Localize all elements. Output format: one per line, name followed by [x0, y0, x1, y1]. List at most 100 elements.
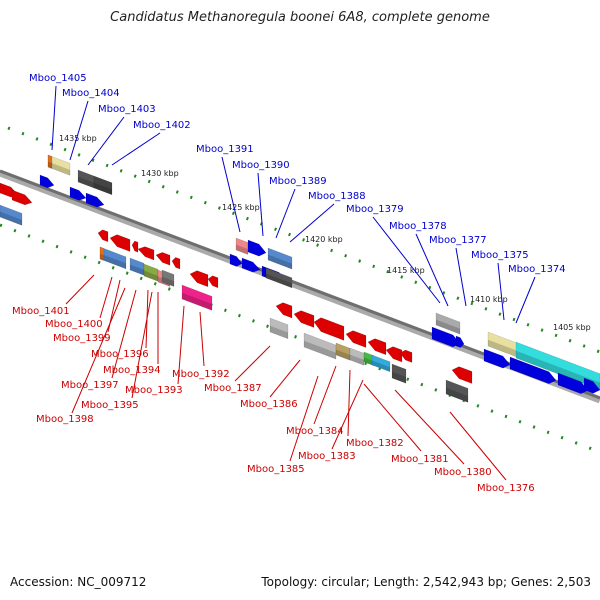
gene-arrow	[11, 189, 33, 206]
kbp-label: 1435 kbp	[59, 134, 97, 143]
gene-feature[interactable]	[171, 257, 181, 270]
gene-feature[interactable]	[267, 247, 293, 270]
gene-feature[interactable]	[367, 338, 387, 356]
gene-feature[interactable]	[143, 263, 159, 282]
gene-feature[interactable]	[47, 154, 53, 169]
reverse-gene-label[interactable]: Mboo_1382	[346, 369, 404, 449]
gene-label-text: Mboo_1390	[232, 160, 290, 171]
gene-feature[interactable]	[451, 366, 473, 384]
gene-feature[interactable]	[335, 342, 351, 361]
gene-feature[interactable]	[155, 252, 171, 266]
reverse-gene-label[interactable]: Mboo_1395	[81, 291, 153, 411]
reverse-gene-label[interactable]: Mboo_1397	[61, 289, 137, 391]
gene-feature[interactable]	[371, 354, 391, 373]
reverse-gene-label[interactable]: Mboo_1380	[394, 389, 492, 478]
reverse-gene-label[interactable]: Mboo_1401	[12, 274, 95, 317]
gene-feature[interactable]	[207, 275, 219, 289]
gene-feature[interactable]	[97, 229, 109, 243]
leader-line	[372, 216, 441, 304]
gene-feature[interactable]	[235, 237, 249, 255]
reverse-gene-label[interactable]: Mboo_1400	[45, 276, 113, 330]
gene-arrow	[241, 257, 261, 273]
gene-feature[interactable]	[313, 317, 345, 341]
forward-gene-label[interactable]: Mboo_1391	[196, 144, 254, 233]
gene-block	[435, 312, 461, 335]
gene-feature[interactable]	[109, 234, 131, 252]
gene-feature[interactable]	[39, 174, 55, 189]
gene-arrow	[137, 246, 155, 261]
gene-feature[interactable]	[391, 363, 407, 384]
reverse-gene-label[interactable]: Mboo_1398	[36, 287, 126, 425]
forward-gene-label[interactable]: Mboo_1389	[269, 176, 327, 239]
gene-feature[interactable]	[363, 351, 375, 367]
gene-feature[interactable]	[161, 269, 175, 287]
gene-feature[interactable]	[435, 312, 461, 335]
gene-feature[interactable]	[509, 356, 557, 385]
gene-feature[interactable]	[385, 346, 403, 363]
forward-gene-label[interactable]: Mboo_1379	[346, 204, 441, 304]
forward-gene-label[interactable]: Mboo_1377	[429, 235, 487, 307]
reverse-gene-label[interactable]: Mboo_1392	[172, 311, 230, 380]
gene-feature[interactable]	[247, 239, 267, 257]
gene-feature[interactable]	[137, 246, 155, 261]
reverse-gene-label[interactable]: Mboo_1385	[247, 375, 319, 475]
gene-feature[interactable]	[265, 267, 293, 289]
gene-feature[interactable]	[69, 186, 87, 201]
reverse-gene-label[interactable]: Mboo_1376	[449, 411, 535, 494]
gene-feature[interactable]	[303, 332, 337, 360]
reverse-gene-label[interactable]: Mboo_1384	[286, 365, 344, 437]
forward-gene-label[interactable]: Mboo_1404	[62, 88, 120, 161]
gene-arrow	[293, 310, 315, 328]
reverse-gene-label[interactable]: Mboo_1387	[204, 345, 271, 394]
gene-feature[interactable]	[269, 317, 289, 340]
forward-gene-label[interactable]: Mboo_1388	[289, 191, 366, 243]
gene-feature[interactable]	[129, 257, 145, 276]
gene-feature[interactable]	[181, 284, 213, 311]
gene-feature[interactable]	[241, 257, 261, 273]
gene-feature[interactable]	[99, 246, 105, 261]
gene-shade	[48, 161, 52, 169]
gene-feature[interactable]	[557, 372, 589, 394]
gene-block	[265, 267, 293, 289]
gene-shade	[100, 253, 126, 269]
gene-feature[interactable]	[189, 270, 209, 288]
gene-feature[interactable]	[93, 175, 113, 196]
leader-line	[234, 345, 271, 382]
gene-feature[interactable]	[275, 302, 293, 319]
gene-feature[interactable]	[77, 169, 95, 189]
kbp-label: 1410 kbp	[470, 295, 508, 304]
gene-feature[interactable]	[455, 335, 465, 348]
forward-gene-label[interactable]: Mboo_1402	[111, 120, 191, 166]
reverse-gene-label[interactable]: Mboo_1394	[103, 292, 161, 376]
gene-feature[interactable]	[399, 349, 413, 363]
gene-block	[349, 347, 365, 366]
forward-gene-label[interactable]: Mboo_1375	[471, 250, 529, 321]
forward-gene-label[interactable]: Mboo_1405	[29, 73, 87, 151]
forward-gene-label[interactable]: Mboo_1374	[508, 264, 566, 324]
gene-arrow	[313, 317, 345, 341]
gene-block	[335, 342, 351, 361]
forward-gene-label[interactable]: Mboo_1403	[87, 104, 156, 166]
gene-feature[interactable]	[345, 330, 367, 348]
gene-feature[interactable]	[445, 379, 469, 403]
gene-feature[interactable]	[349, 347, 365, 366]
reverse-gene-label[interactable]: Mboo_1386	[240, 359, 301, 410]
reverse-gene-label[interactable]: Mboo_1393	[125, 305, 185, 396]
forward-gene-label[interactable]: Mboo_1378	[389, 221, 449, 307]
gene-feature[interactable]	[229, 253, 243, 267]
gene-feature[interactable]	[11, 189, 33, 206]
gene-feature[interactable]	[131, 240, 139, 253]
gene-block	[0, 204, 23, 226]
gene-feature[interactable]	[583, 377, 600, 394]
gene-feature[interactable]	[483, 348, 511, 369]
gene-feature[interactable]	[293, 310, 315, 328]
reverse-gene-label[interactable]: Mboo_1383	[298, 379, 364, 462]
gene-arrow	[345, 330, 367, 348]
gene-shade	[130, 264, 144, 276]
gene-feature[interactable]	[515, 341, 600, 391]
kbp-label: 1415 kbp	[387, 266, 425, 275]
gene-feature[interactable]	[85, 192, 105, 208]
gene-feature[interactable]	[0, 204, 23, 226]
reverse-gene-label[interactable]: Mboo_1381	[363, 383, 449, 465]
forward-gene-label[interactable]: Mboo_1390	[232, 160, 290, 237]
